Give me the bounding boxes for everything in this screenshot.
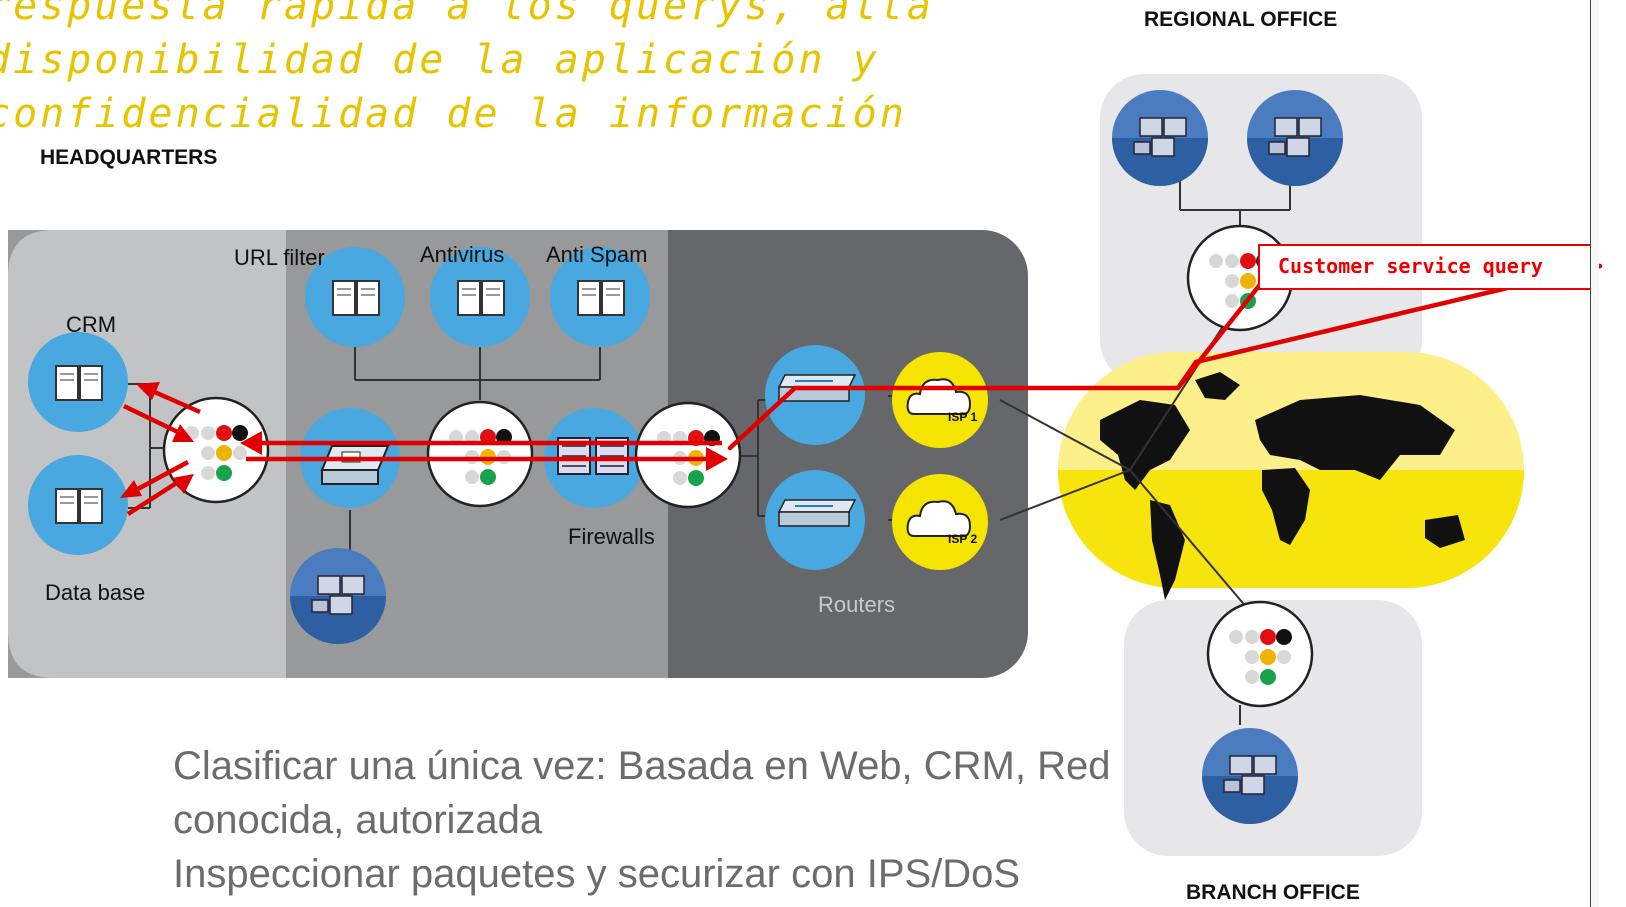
traffic-light-switch-icon	[634, 401, 742, 509]
anti-spam-label: Anti Spam	[546, 242, 648, 267]
branch-office-label: BRANCH OFFICE	[1186, 881, 1360, 904]
title-line-1: respuesta rápida a los querys, alta	[0, 0, 934, 29]
router-icon	[764, 344, 866, 446]
cloud-icon	[891, 473, 989, 571]
bullet-line-1: Clasificar una única vez: Basada en Web,…	[173, 744, 1111, 788]
branch-office-panel	[1124, 600, 1422, 856]
traffic-light-switch-icon	[1206, 600, 1314, 708]
regional-workstation-icon	[1247, 90, 1343, 186]
title-line-2: disponibilidad de la aplicación y	[0, 37, 880, 83]
router-icon	[764, 469, 866, 571]
isp1-label: ISP 1	[948, 410, 978, 424]
world-map-icon	[1058, 352, 1524, 600]
url-filter-label: URL filter	[234, 245, 325, 270]
database-server-icon	[28, 455, 128, 555]
bullet-line-3: Inspeccionar paquetes y securizar con IP…	[173, 852, 1021, 896]
branch-workstation-icon	[1202, 728, 1298, 824]
routers-label: Routers	[818, 592, 896, 617]
query-path	[727, 263, 1603, 451]
headquarters-label: HEADQUARTERS	[40, 146, 218, 169]
regional-office-label: REGIONAL OFFICE	[1144, 8, 1338, 31]
customer-service-query-label: Customer service query	[1258, 244, 1596, 290]
management-workstation-icon	[290, 548, 386, 644]
regional-workstation-icon	[1112, 90, 1208, 186]
cloud-icon	[891, 351, 989, 449]
traffic-light-switch-icon	[426, 400, 534, 508]
firewalls-label: Firewalls	[568, 524, 655, 549]
data-base-label: Data base	[45, 580, 146, 605]
crm-server-icon	[28, 332, 128, 432]
traffic-arrows	[120, 382, 728, 516]
bullet-line-2: conocida, autorizada	[173, 798, 543, 842]
title-line-3: confidencialidad de la información	[0, 91, 907, 137]
isp2-label: ISP 2	[948, 532, 978, 546]
right-edge-bar	[1590, 0, 1599, 907]
antivirus-label: Antivirus	[420, 242, 505, 267]
crm-label: CRM	[66, 312, 117, 337]
